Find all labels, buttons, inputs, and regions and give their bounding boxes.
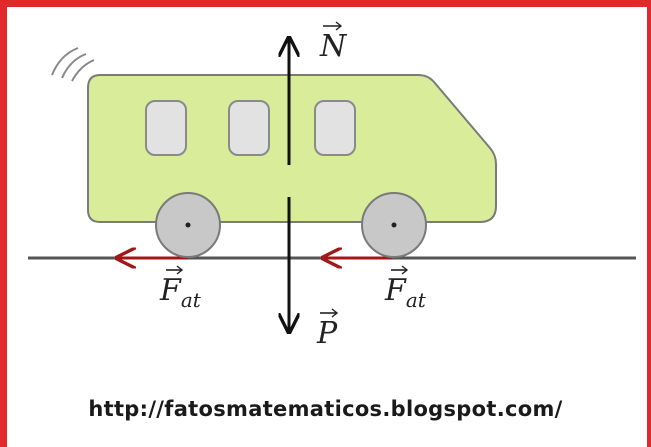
- bus-window-2: [228, 100, 270, 156]
- bus-window-1: [145, 100, 187, 156]
- normal-force-label: N: [319, 21, 348, 64]
- friction-symbol-front: F: [384, 273, 407, 308]
- source-url: http://fatosmatematicos.blogspot.com/: [88, 397, 563, 421]
- normal-force-symbol: N: [319, 29, 348, 64]
- friction-subscript-rear: at: [181, 288, 202, 312]
- rear-wheel: [155, 192, 221, 258]
- front-wheel: [361, 192, 427, 258]
- bus-body: [87, 74, 497, 223]
- friction-symbol-rear: F: [159, 273, 182, 308]
- friction-label-rear: Fat: [159, 265, 202, 312]
- friction-subscript-front: at: [406, 288, 427, 312]
- friction-label-front: Fat: [384, 265, 427, 312]
- bus-window-3: [314, 100, 356, 156]
- weight-force-symbol: P: [316, 316, 338, 351]
- svg-text:Fat: Fat: [159, 273, 202, 312]
- svg-text:Fat: Fat: [384, 273, 427, 312]
- weight-force-label: P: [316, 308, 339, 351]
- motion-lines: [51, 47, 95, 82]
